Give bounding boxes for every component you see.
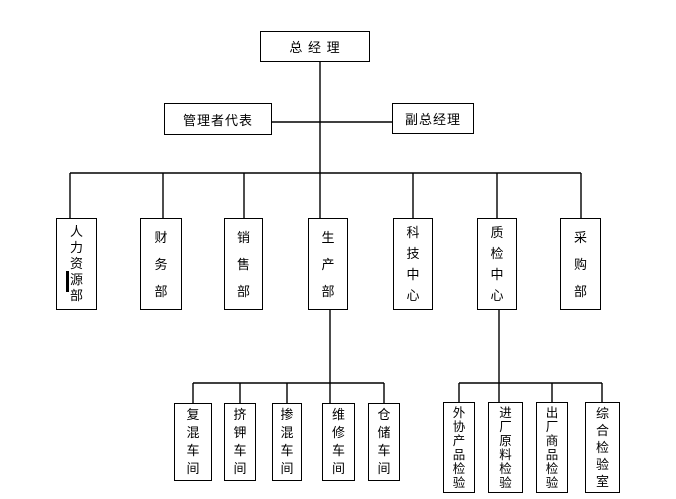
org-box-dept-quality-center-label: 质检中心 xyxy=(490,225,504,303)
org-box-dept-technology-center-label: 科技中心 xyxy=(406,225,420,303)
org-box-unit-incoming-material-inspection[interactable]: 进厂原料检验 xyxy=(488,402,523,493)
org-box-deputy-general-manager-label: 副总经理 xyxy=(404,112,461,127)
org-box-unit-blending[interactable]: 掺混车间 xyxy=(272,403,302,481)
org-box-dept-production-label: 生产部 xyxy=(321,229,335,299)
org-box-unit-compound-mixing-label: 复混车间 xyxy=(186,407,200,476)
org-box-dept-sales[interactable]: 销售部 xyxy=(224,218,263,310)
org-box-unit-outgoing-goods-inspection[interactable]: 出厂商品检验 xyxy=(536,402,568,493)
org-box-unit-maintenance[interactable]: 维修车间 xyxy=(322,403,355,481)
org-box-unit-blending-label: 掺混车间 xyxy=(280,407,294,476)
org-box-unit-outgoing-goods-inspection-label: 出厂商品检验 xyxy=(545,405,559,490)
org-box-management-representative-label: 管理者代表 xyxy=(182,112,253,128)
org-box-unit-comprehensive-inspection-room-label: 综合检验室 xyxy=(595,406,609,489)
org-box-unit-outsourced-product-inspection-label: 外协产品检验 xyxy=(452,405,466,490)
org-box-dept-hr-label: 人力资源部 xyxy=(69,224,83,303)
org-box-dept-purchasing[interactable]: 采购部 xyxy=(560,218,601,310)
org-box-dept-finance-label: 财务部 xyxy=(154,229,168,299)
org-box-dept-purchasing-label: 采购部 xyxy=(573,229,587,299)
org-box-unit-warehouse-label: 仓储车间 xyxy=(377,407,391,476)
org-box-unit-compound-mixing[interactable]: 复混车间 xyxy=(174,403,212,481)
org-box-general-manager-label: 总 经 理 xyxy=(289,40,341,55)
org-box-unit-potassium-extrusion-label: 挤钾车间 xyxy=(233,407,247,476)
org-box-deputy-general-manager[interactable]: 副总经理 xyxy=(392,103,474,134)
org-box-unit-potassium-extrusion[interactable]: 挤钾车间 xyxy=(224,403,256,481)
org-box-dept-technology-center[interactable]: 科技中心 xyxy=(393,218,433,310)
org-box-management-representative[interactable]: 管理者代表 xyxy=(164,103,272,135)
org-box-unit-outsourced-product-inspection[interactable]: 外协产品检验 xyxy=(443,402,475,493)
org-box-unit-warehouse[interactable]: 仓储车间 xyxy=(368,403,400,481)
org-box-dept-quality-center[interactable]: 质检中心 xyxy=(477,218,517,310)
org-box-unit-maintenance-label: 维修车间 xyxy=(331,407,345,476)
org-box-dept-finance[interactable]: 财务部 xyxy=(140,218,182,310)
org-box-dept-hr[interactable]: 人力资源部 xyxy=(56,218,97,310)
org-box-dept-production[interactable]: 生产部 xyxy=(308,218,348,310)
org-box-unit-comprehensive-inspection-room[interactable]: 综合检验室 xyxy=(585,402,620,493)
org-box-general-manager[interactable]: 总 经 理 xyxy=(260,31,370,62)
org-box-dept-sales-label: 销售部 xyxy=(236,229,250,299)
text-cursor xyxy=(66,271,69,292)
org-box-unit-incoming-material-inspection-label: 进厂原料检验 xyxy=(499,405,512,490)
